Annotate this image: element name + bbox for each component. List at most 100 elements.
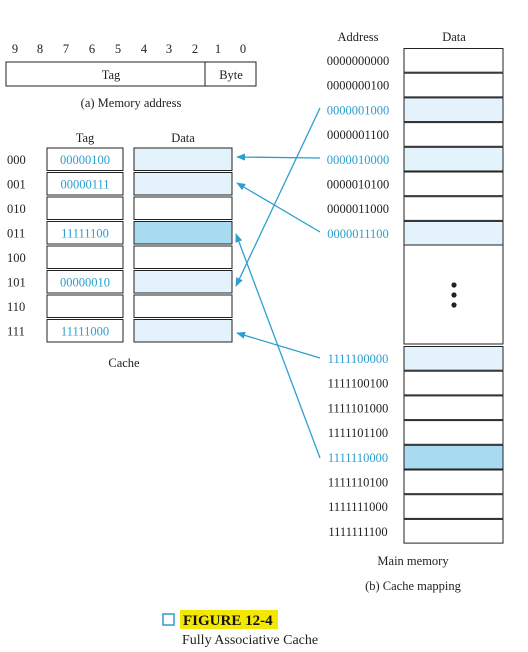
cache-data-header: Data [171,131,195,145]
cache-data-cell [133,294,233,318]
memory-row: 0000010100 [327,171,504,197]
memory-rows: 0000000000 0000000100 0000001000 0000001100… [327,48,504,544]
figure-caption: FIGURE 12-4 Fully Associative Cache [162,610,318,648]
cache-tag-cell [46,172,124,196]
memory-row: 1111101000 [328,395,504,421]
cache-line-index: 111 [7,325,25,339]
cache-tag-value: 11111100 [61,227,109,241]
bit-number-label: 1 [215,42,221,56]
memory-row: 0000000100 [327,72,504,98]
mapping-arrow [235,107,321,287]
cache-line-index: 100 [7,251,26,265]
bit-number-label: 5 [115,42,121,56]
cache-line-index: 001 [7,178,26,192]
memory-data-header: Data [442,30,466,44]
cache-line: 000 00000100 [7,147,233,171]
cache-data-cell [133,270,233,294]
memory-row: 0000011000 [327,196,504,221]
cache-data-cell [133,319,233,343]
bit-number-label: 0 [240,42,246,56]
cache-line-index: 010 [7,202,26,216]
cache-line: 111 11111000 [7,319,233,343]
memory-data-cell [403,72,504,98]
figure-label: FIGURE 12-4 [183,613,273,629]
bit-number-label: 6 [89,42,95,56]
memory-data-cell [403,420,504,445]
main-memory-panel: Address Data 000000000000000001000000001… [327,30,504,593]
cache-line: 001 00000111 [7,172,233,196]
cache-mapping-caption: (b) Cache mapping [365,579,462,593]
cache-tag-value: 00000111 [60,178,109,192]
cache-tag-value: 00000100 [60,153,110,167]
memory-row: 1111101100 [328,420,504,445]
bit-number-label: 2 [192,42,198,56]
memory-address: 0000010000 [327,153,390,167]
memory-row: 1111111100 [328,518,504,544]
square-bullet-icon [162,613,175,626]
memory-address: 0000011100 [327,227,389,241]
mapping-arrow [236,182,321,233]
memory-address: 0000001100 [327,128,389,142]
ellipsis-dot [451,302,457,308]
cache-data-cell [133,221,233,245]
memory-row: 1111111000 [328,494,504,519]
memory-row: 1111110000 [328,444,504,470]
cache-caption: Cache [108,356,140,370]
memory-address: 1111101100 [328,426,388,440]
bit-number-label: 7 [63,42,69,56]
memory-data-cell [403,122,504,147]
memory-row: 0000001100 [327,122,504,147]
ellipsis-dot [451,282,457,288]
cache-tag-cell [46,270,124,294]
cache-tag-value: 00000010 [60,276,110,290]
mapping-arrows [235,107,321,459]
address-field-box [5,61,257,87]
cache-tag-cell [46,221,124,245]
cache-line-index: 000 [7,153,26,167]
cache-lines: 000 00000100 001 00000111 010 011 11111100 100 1… [7,147,233,343]
tag-field-label: Tag [102,68,121,82]
cache-line-index: 011 [7,227,25,241]
main-memory-caption: Main memory [377,554,449,568]
cache-line: 110 [7,294,233,318]
cache-line-index: 101 [7,276,26,290]
cache-data-cell [133,196,233,220]
memory-address: 0000001000 [327,103,390,117]
cache-line-index: 110 [7,300,25,314]
memory-data-cell [403,48,504,73]
memory-address: 1111100000 [328,352,389,366]
figure-title: Fully Associative Cache [182,633,318,648]
memory-address: 1111110000 [328,451,388,465]
memory-address: 0000000000 [327,54,390,68]
memory-data-cell [403,518,504,544]
cache-data-cell [133,172,233,196]
bit-number-label: 3 [166,42,172,56]
memory-data-cell [403,469,504,495]
label-highlight [180,610,278,629]
memory-row: 1111110100 [328,469,504,495]
memory-data-cell [403,494,504,519]
cache-tag-cell [46,319,124,343]
memory-data-cell [403,444,504,470]
cache-tag-value: 11111000 [61,325,109,339]
memory-address: 1111110100 [328,476,388,490]
bit-number-label: 4 [141,42,148,56]
cache-line: 101 00000010 [7,270,233,294]
memory-address: 1111111100 [328,525,387,539]
cache-data-cell [133,147,233,171]
memory-data-cell [403,346,504,371]
cache-data-cell [133,245,233,269]
cache-line: 010 [7,196,233,220]
bit-number-label: 9 [12,42,18,56]
memory-data-cell [403,97,504,123]
memory-row: 1111100100 [328,370,504,396]
cache-tag-cell [46,245,124,269]
memory-row: 0000001000 [327,97,504,123]
memory-address: 1111101000 [328,401,389,415]
memory-data-cell [403,220,504,246]
memory-address: 0000000100 [327,79,390,93]
memory-row: 1111100000 [328,346,504,371]
